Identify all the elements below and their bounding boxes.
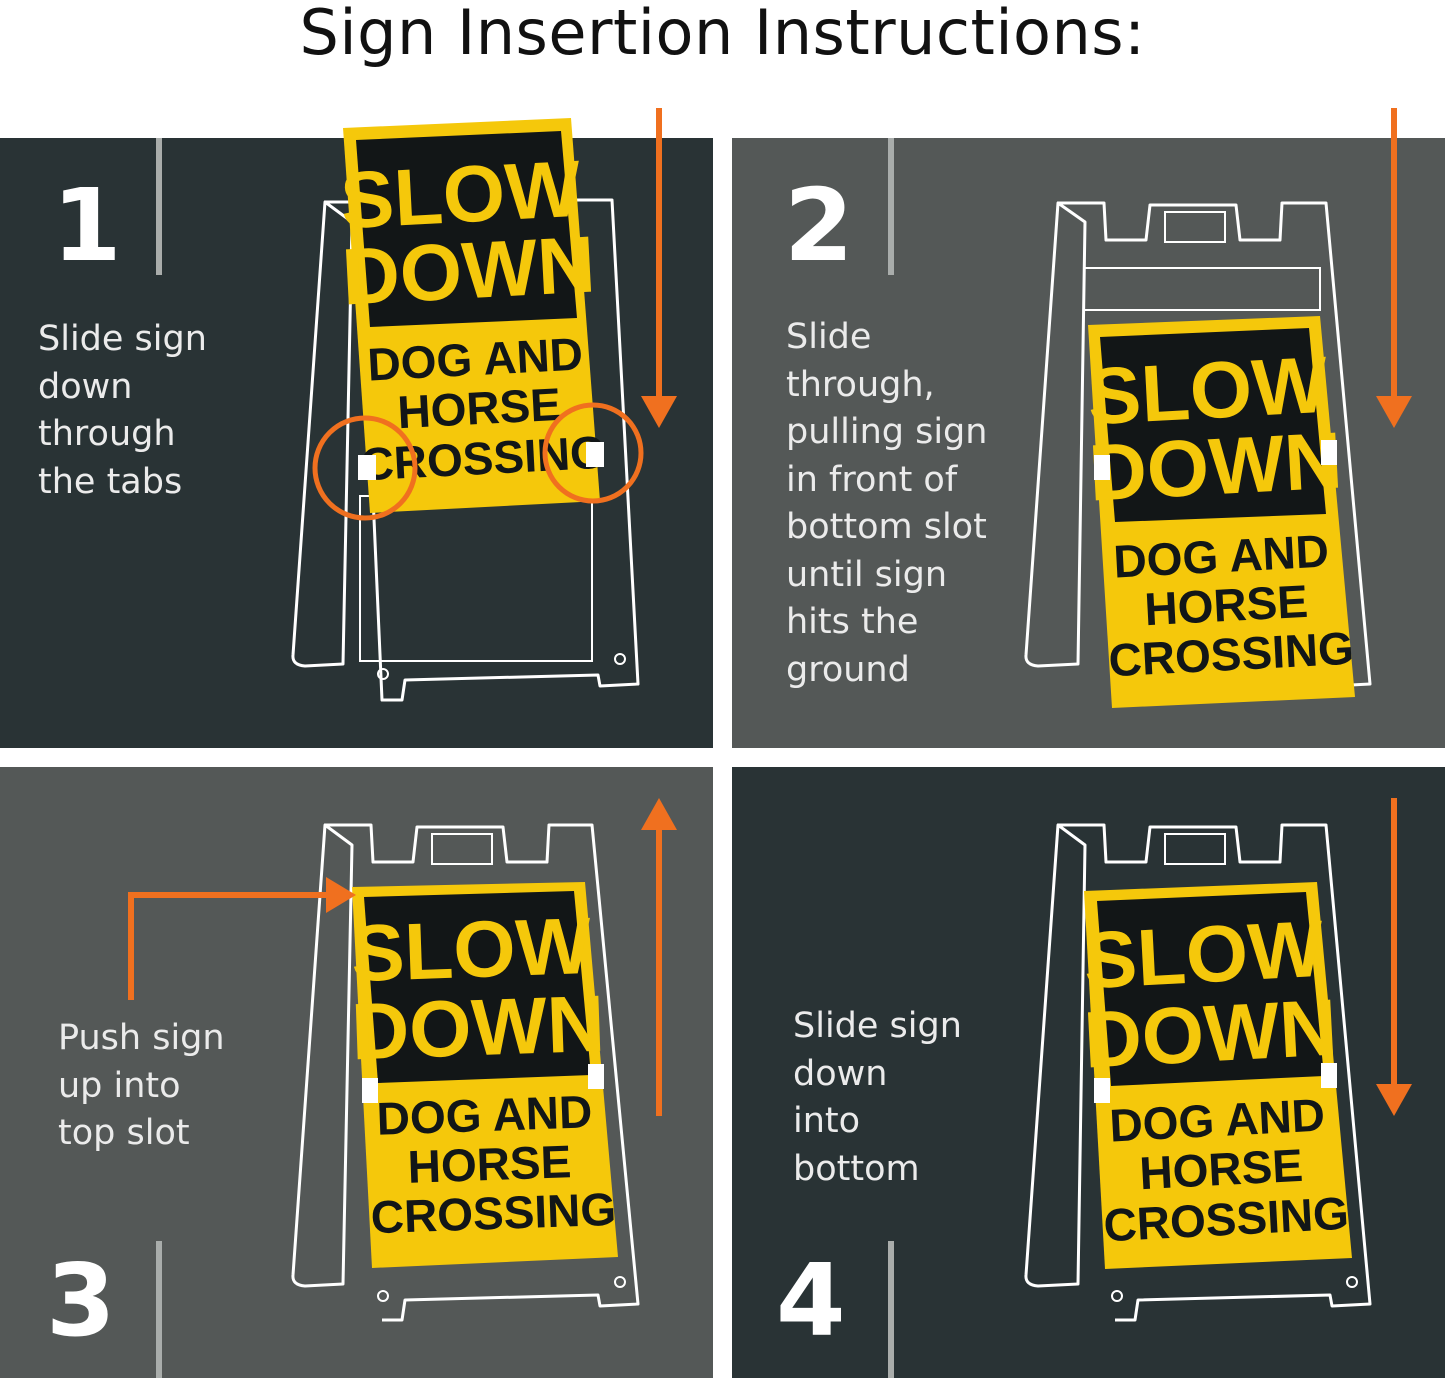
sign-4-line5: CROSSING: [1102, 1187, 1350, 1252]
sign-step-1: SLOW DOWN DOG AND HORSE CROSSING: [338, 118, 607, 513]
step-1-divider: [156, 138, 162, 275]
arrow-down-4-icon: [1376, 798, 1412, 1116]
sign-1-line4: HORSE: [396, 378, 562, 438]
sign-3-line1: SLOW: [350, 901, 593, 998]
sign-3-line2: DOWN: [350, 979, 606, 1077]
sign-step-4: SLOW DOWN DOG AND HORSE CROSSING: [1081, 882, 1352, 1269]
step-2-number: 2: [784, 167, 854, 284]
sign-2-line1: SLOW: [1085, 340, 1330, 441]
sign-2-line5: CROSSING: [1107, 622, 1355, 687]
sign-1-line1: SLOW: [338, 144, 583, 245]
sign-4-line3: DOG AND: [1108, 1088, 1326, 1151]
sign-3-line3: DOG AND: [376, 1085, 593, 1144]
sign-step-3: SLOW DOWN DOG AND HORSE CROSSING: [350, 882, 618, 1268]
step-2-text: Slide through, pulling sign in front of …: [786, 317, 988, 690]
sign-step-2: SLOW DOWN DOG AND HORSE CROSSING: [1085, 316, 1355, 708]
tab-right-4: [1321, 1063, 1337, 1088]
tab-right-1: [586, 442, 604, 467]
step-3-text: Push sign up into top slot: [58, 1018, 225, 1153]
step-3-divider: [156, 1241, 162, 1378]
highlight-circle-left: [312, 415, 418, 521]
step-4-text: Slide sign down into bottom: [793, 1006, 962, 1189]
sign-2-line3: DOG AND: [1112, 524, 1330, 587]
page-title: Sign Insertion Instructions:: [299, 0, 1146, 69]
tab-left-2: [1094, 455, 1110, 480]
tab-left-4: [1094, 1078, 1110, 1103]
step-3-number: 3: [46, 1242, 116, 1359]
arrow-down-2-icon: [1376, 108, 1412, 428]
sign-1-line2: DOWN: [340, 219, 598, 321]
step-4-divider: [888, 1241, 894, 1378]
tab-left-3: [362, 1078, 378, 1103]
a-frame-stand-3: [291, 823, 640, 1322]
sign-3-line5: CROSSING: [370, 1183, 617, 1244]
sign-4-line4: HORSE: [1138, 1139, 1304, 1199]
arrow-down-1-icon: [641, 108, 677, 428]
step-1-text: Slide sign down through the tabs: [38, 319, 207, 502]
sign-4-line1: SLOW: [1081, 904, 1326, 1005]
tab-right-2: [1321, 440, 1337, 465]
step-2-divider: [888, 138, 894, 275]
sign-2-line4: HORSE: [1143, 575, 1309, 635]
step-1-number: 1: [52, 167, 122, 284]
arrow-elbow-right-icon: [128, 877, 356, 1000]
step-4-number: 4: [776, 1242, 846, 1359]
sign-4-line2: DOWN: [1082, 982, 1340, 1084]
tab-left-1: [358, 455, 376, 480]
arrow-up-3-icon: [641, 798, 677, 1116]
sign-3-line4: HORSE: [407, 1135, 572, 1193]
tab-right-3: [588, 1064, 604, 1089]
a-frame-stand-4: [1024, 823, 1372, 1322]
highlight-circle-right: [542, 402, 644, 504]
sign-2-line2: DOWN: [1087, 415, 1345, 517]
sign-1-line3: DOG AND: [366, 327, 584, 390]
